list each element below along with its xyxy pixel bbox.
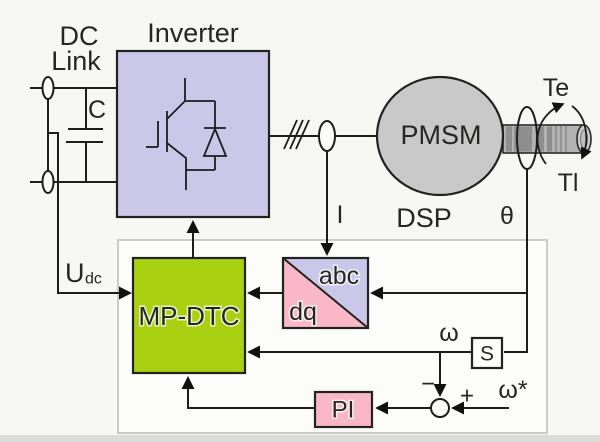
te-label: Te: [543, 74, 569, 102]
current-sensor: [318, 120, 336, 152]
mp-dtc-block: [131, 256, 247, 375]
abc-dq-transform-block: [281, 256, 370, 330]
plus-sign: +: [460, 383, 474, 410]
tl-label: Tl: [558, 169, 579, 197]
dsp-label: DSP: [396, 203, 452, 233]
te-rotation-arrow: [536, 102, 565, 165]
mp-dtc-label: MP-DTC: [138, 301, 239, 331]
inverter-label: Inverter: [147, 18, 239, 48]
pmsm-motor: [375, 75, 505, 197]
dq-label: dq: [289, 298, 317, 326]
dc-terminal-top: [41, 76, 55, 100]
s-label: S: [480, 343, 494, 366]
pi-block: [313, 390, 374, 429]
udc-wire: [48, 132, 132, 300]
three-phase-slash-marks: [283, 119, 310, 150]
theta-label: θ: [500, 202, 514, 230]
theta-wire: [504, 169, 528, 353]
motor-shaft: [502, 124, 592, 154]
udc-label-sub: dc: [85, 271, 102, 288]
udc-label-main: U: [65, 258, 85, 288]
current-label: I: [337, 201, 344, 229]
summing-junction: [430, 398, 450, 418]
igbt-diode-symbol: [146, 78, 228, 190]
capacitor-symbol: [66, 88, 103, 182]
tl-rotation-arrow: [571, 105, 592, 160]
omega-ref-label: ω*: [498, 376, 528, 404]
pi-to-mp-dtc-wire: [181, 376, 315, 409]
omega-label: ω: [439, 319, 459, 347]
pi-label: PI: [332, 397, 355, 424]
dc-link-label-line2: Link: [51, 46, 101, 76]
capacitor-label: C: [88, 96, 106, 124]
dc-link-label-line1: DC: [60, 21, 99, 51]
pmsm-label: PMSM: [401, 120, 482, 150]
minus-sign: −: [421, 371, 435, 398]
bottom-bar: [0, 435, 600, 442]
abc-label: abc: [319, 262, 359, 290]
dc-terminal-bottom: [41, 170, 55, 194]
inverter-block: [115, 49, 271, 219]
